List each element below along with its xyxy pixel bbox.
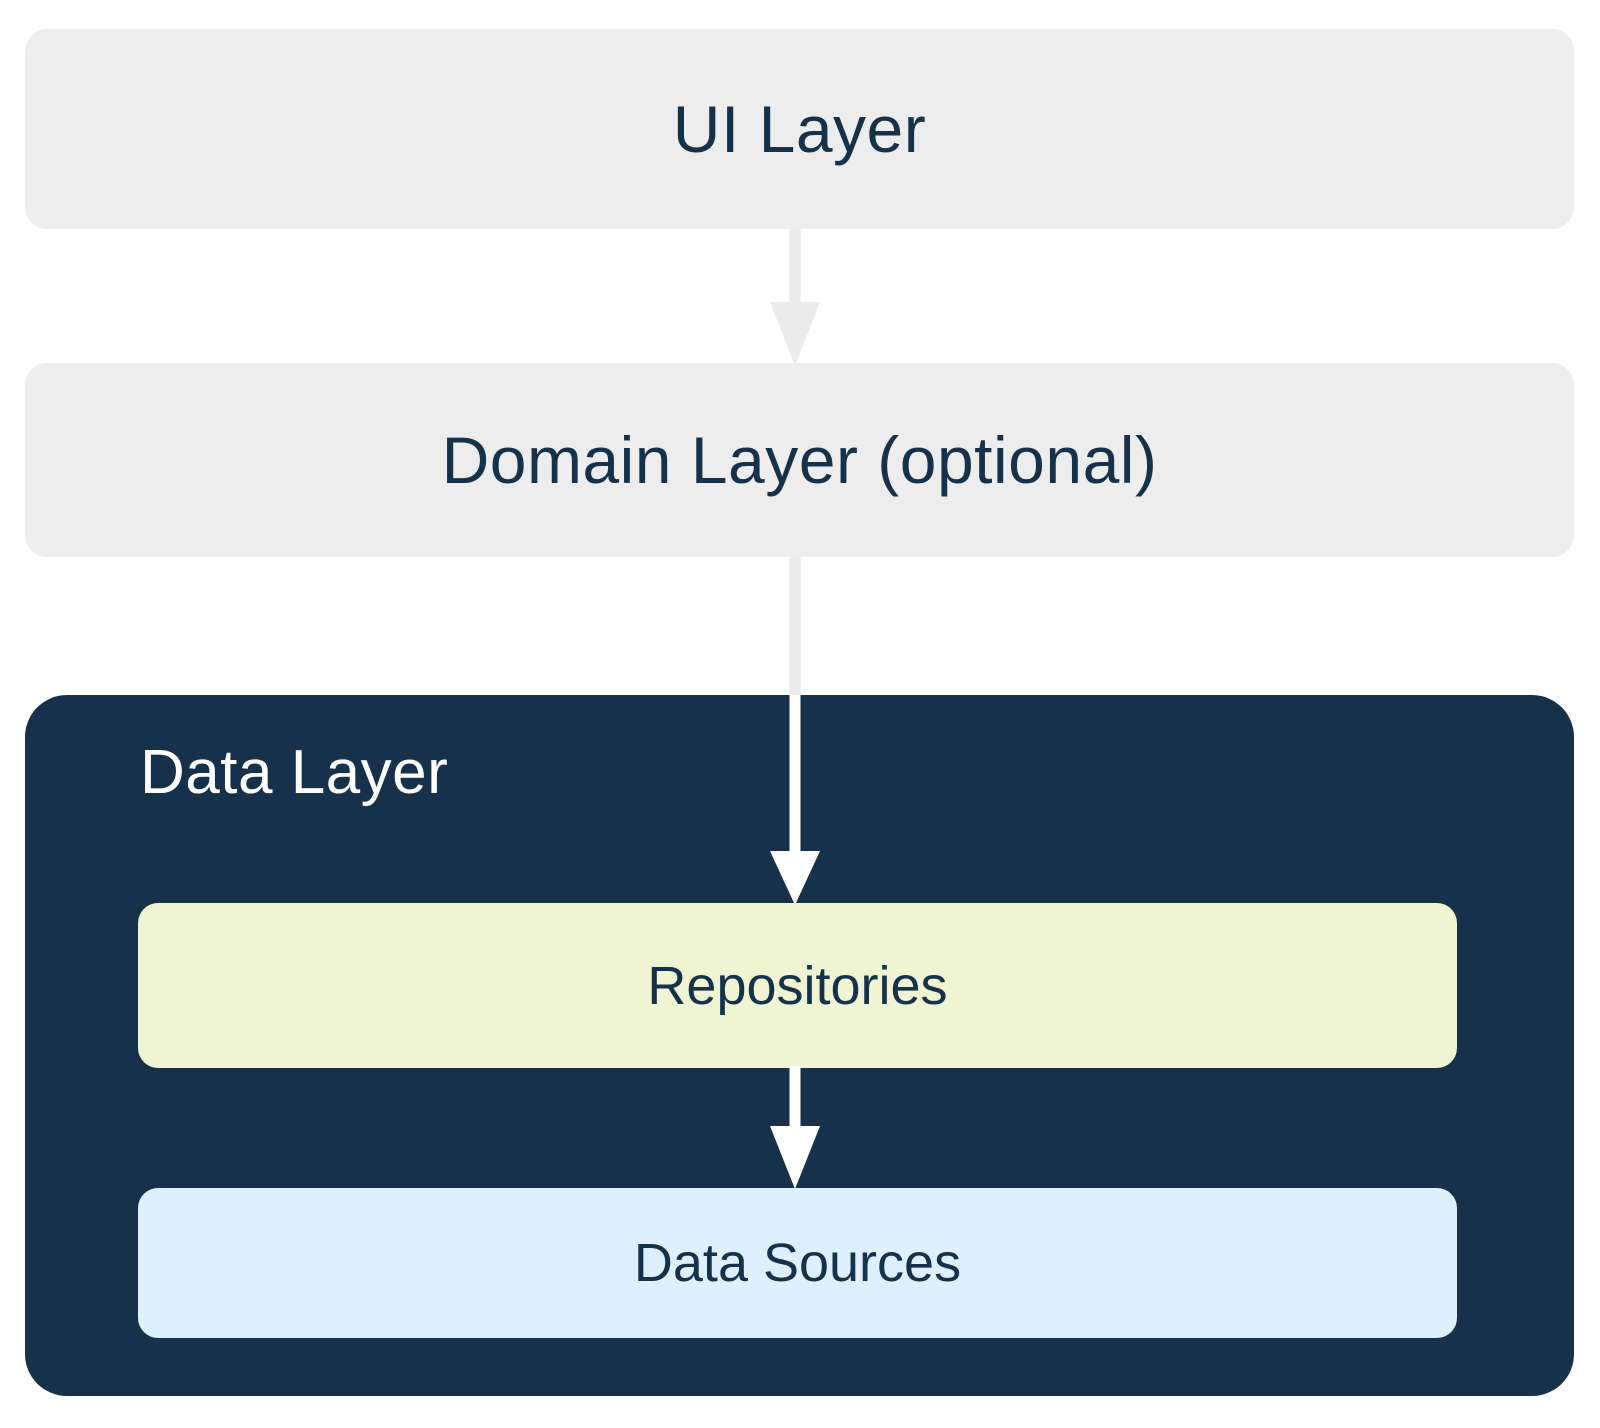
- arrow-shaft-outer: [789, 555, 801, 697]
- ui-layer-box: UI Layer: [25, 29, 1574, 229]
- domain-layer-label: Domain Layer (optional): [441, 423, 1158, 497]
- ui-layer-label: UI Layer: [672, 92, 927, 166]
- repositories-label: Repositories: [647, 955, 948, 1016]
- data-sources-box: Data Sources: [138, 1188, 1457, 1338]
- arrow-head: [770, 302, 820, 366]
- domain-layer-box: Domain Layer (optional): [25, 363, 1574, 557]
- data-sources-label: Data Sources: [633, 1233, 962, 1293]
- arrow-shaft: [789, 228, 801, 304]
- data-layer-label: Data Layer: [140, 738, 449, 807]
- repositories-box: Repositories: [138, 903, 1457, 1068]
- arrow-shaft-inner: [789, 695, 801, 855]
- arrow-shaft: [789, 1066, 801, 1128]
- arrow-head: [770, 851, 820, 905]
- arrow-head: [770, 1126, 820, 1189]
- arrow-ui-to-domain-icon: [770, 228, 820, 366]
- arrow-domain-to-repositories-icon: [770, 555, 820, 905]
- arrow-repositories-to-data-sources-icon: [770, 1066, 820, 1190]
